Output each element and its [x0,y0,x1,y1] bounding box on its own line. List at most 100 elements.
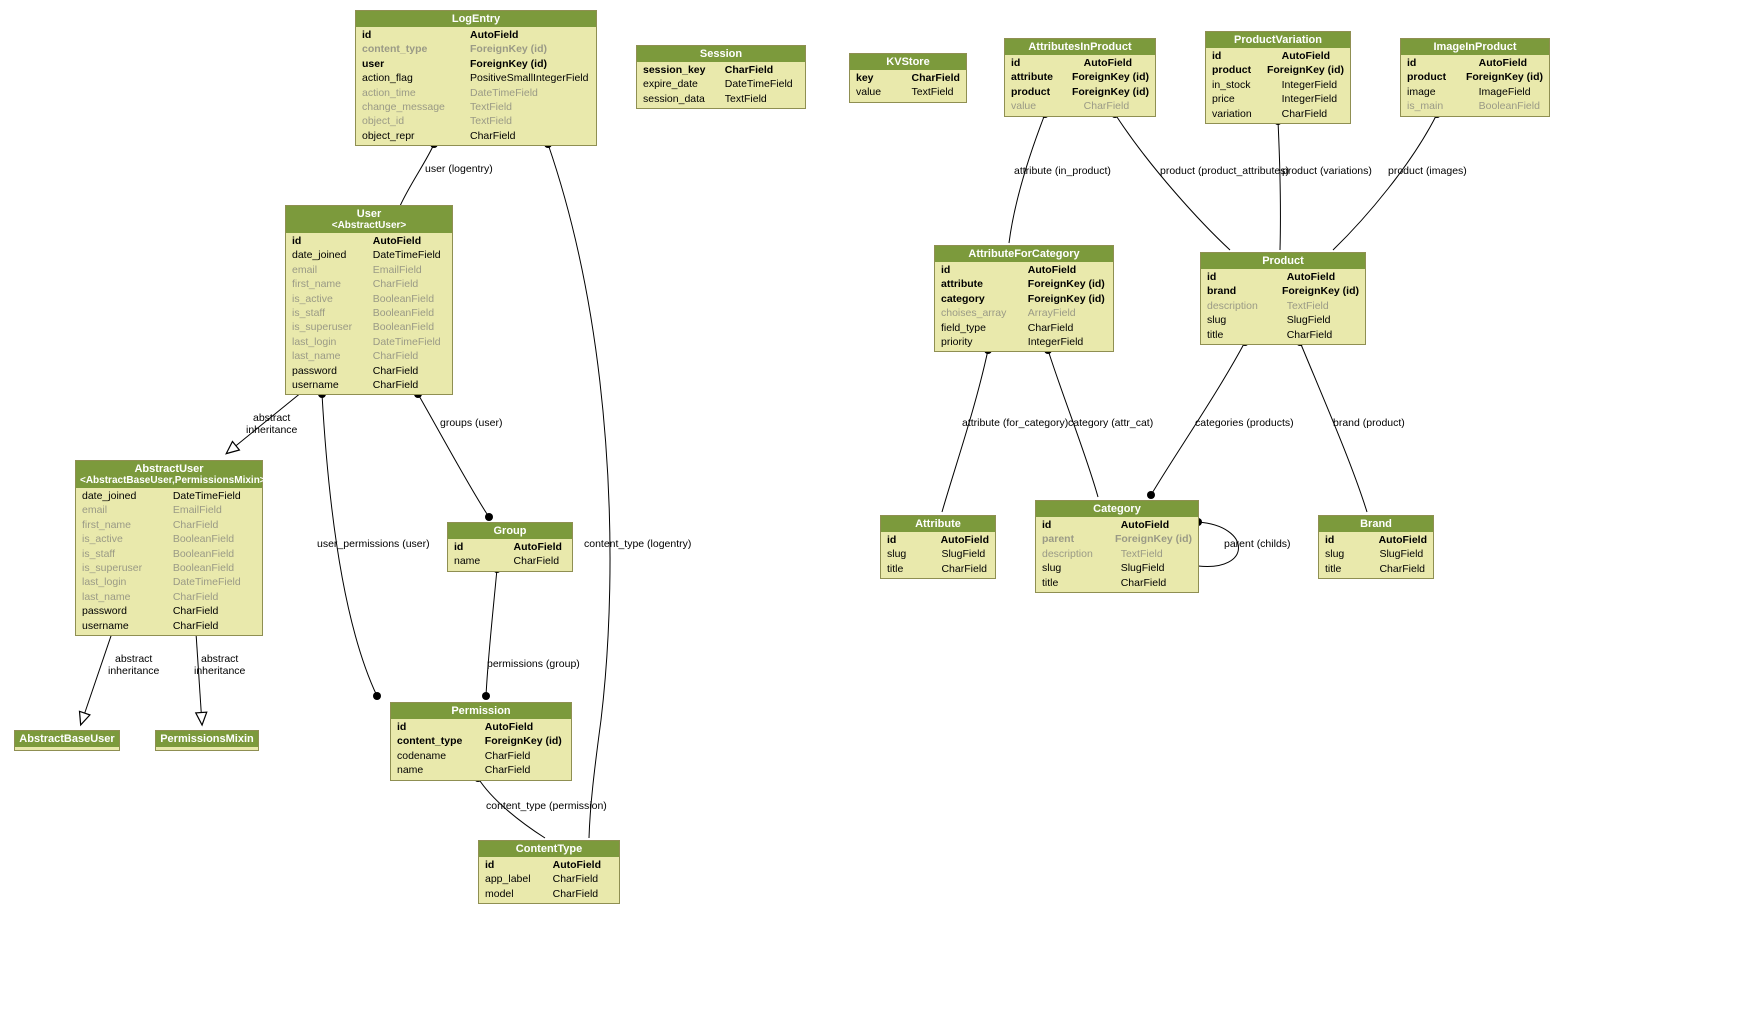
table-fields [15,747,119,750]
table-field-row: id AutoField [881,533,995,547]
field-name: id [1042,519,1052,531]
field-name: first_name [292,278,342,291]
table-title: Product [1262,255,1304,267]
field-name: id [454,541,464,553]
table-header: ImageInProduct [1401,39,1549,55]
table-fields: id AutoField date_joined DateTimeField e… [286,233,452,394]
table-attribute: Attribute id AutoField slug SlugField ti… [880,515,996,580]
table-field-row: product ForeignKey (id) [1401,70,1549,84]
table-field-row: title CharField [1319,562,1433,576]
field-name: user [362,57,385,70]
edge-categories-products [1147,338,1249,499]
field-type: AutoField [940,534,989,546]
table-field-row: app_label CharField [479,872,619,886]
field-name: name [397,764,424,777]
field-type: CharField [372,379,419,392]
table-field-row: email EmailField [286,263,452,277]
table-field-row: parent ForeignKey (id) [1036,532,1198,546]
edge-label-user-permissions-user: user_permissions (user) [317,538,430,550]
table-field-row: slug SlugField [881,547,995,561]
edge-label-inherit-permissionsmixin: abstract inheritance [194,653,246,677]
field-type: BooleanField [172,547,235,560]
table-header: PermissionsMixin [156,731,258,747]
table-header: Permission [391,703,571,719]
table-field-row: value TextField [850,85,966,99]
field-name: variation [1212,107,1252,120]
edge-content-type-logentry [544,140,611,839]
edge-inherit-user-abstractuser [225,391,303,455]
table-field-row: date_joined DateTimeField [286,248,452,262]
table-field-row: model CharField [479,887,619,901]
edge-label-content-type-permission: content_type (permission) [486,800,607,812]
table-field-row: is_staff BooleanField [286,306,452,320]
edge-permissions-group [482,565,501,700]
table-field-row: category ForeignKey (id) [935,292,1113,306]
edge-label-category-attr-cat: category (attr_cat) [1068,417,1154,429]
field-name: change_message [362,101,445,114]
table-title: KVStore [886,56,930,68]
field-name: product [1407,71,1447,84]
field-type: SlugField [1120,562,1165,575]
field-name: brand [1207,285,1237,298]
field-name: last_name [292,350,341,363]
field-type: TextField [470,101,513,114]
table-field-row: field_type CharField [935,321,1113,335]
edge-groups-user [414,390,493,521]
field-type: IntegerField [1281,78,1338,91]
table-field-row: last_name CharField [76,590,262,604]
field-name: id [887,534,897,546]
field-name: description [1207,299,1258,312]
field-type: SlugField [1286,314,1331,327]
table-field-row: is_superuser BooleanField [76,561,262,575]
field-name: last_login [292,335,337,348]
field-type: BooleanField [172,533,235,546]
edge-label-permissions-group: permissions (group) [487,658,580,670]
table-header: KVStore [850,54,966,70]
edge-label-brand-product: brand (product) [1333,417,1405,429]
field-type: TextField [911,86,954,99]
edge-label-parent-childs: parent (childs) [1224,538,1291,550]
field-name: model [485,887,514,900]
field-name: username [82,619,129,632]
field-name: session_data [643,92,705,105]
table-user: User <AbstractUser> id AutoField date_jo… [285,205,453,396]
field-name: expire_date [643,78,698,91]
table-fields: id AutoField app_label CharField model C… [479,857,619,903]
table-field-row: price IntegerField [1206,92,1350,106]
edge-label-product-variations: product (variations) [1282,165,1372,177]
edge-label-attribute-in-product: attribute (in_product) [1014,165,1111,177]
table-subtitle: <AbstractBaseUser,PermissionsMixin> [80,475,266,486]
field-name: slug [1042,562,1062,575]
field-name: key [856,72,874,84]
field-type: DateTimeField [372,249,441,262]
field-type: CharField [172,619,219,632]
table-header: Session [637,46,805,62]
field-name: is_staff [82,547,116,560]
edge-inherit-permissionsmixin [194,632,208,727]
field-type: SlugField [1379,548,1424,561]
table-field-row: content_type ForeignKey (id) [391,734,571,748]
table-field-row: action_time DateTimeField [356,86,596,100]
table-field-row: name CharField [391,763,571,777]
table-field-row: first_name CharField [286,277,452,291]
field-type: CharField [172,590,219,603]
table-fields: id AutoField brand ForeignKey (id) descr… [1201,269,1365,344]
field-type: ForeignKey (id) [1071,71,1149,84]
field-type: DateTimeField [470,86,538,99]
field-name: price [1212,93,1235,106]
field-name: session_key [643,64,706,76]
field-name: object_id [362,115,405,128]
table-field-row: first_name CharField [76,518,262,532]
table-field-row: password CharField [286,364,452,378]
table-title: AttributeForCategory [968,248,1080,260]
field-name: value [856,86,882,99]
table-category: Category id AutoField parent ForeignKey … [1035,500,1199,594]
field-name: category [941,292,985,305]
table-field-row: password CharField [76,604,262,618]
field-name: id [485,859,495,871]
field-name: attribute [941,278,983,291]
field-type: AutoField [484,721,534,733]
field-name: id [941,264,951,276]
edge-label-content-type-logentry: content_type (logentry) [584,538,692,550]
